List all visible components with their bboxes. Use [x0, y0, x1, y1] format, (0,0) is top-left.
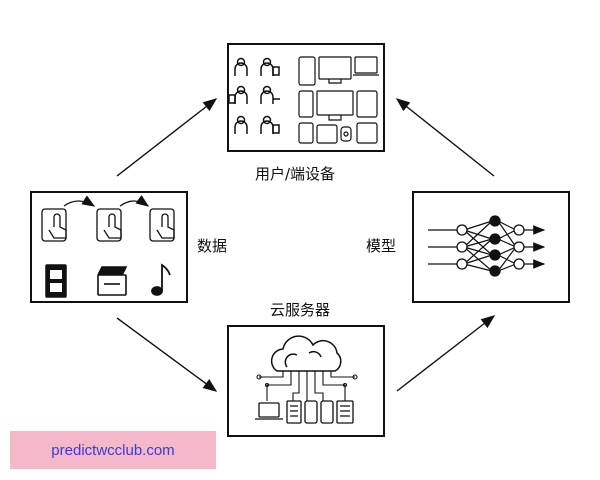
- neural-network-icon: [428, 215, 546, 277]
- watermark-text: predictwcclub.com: [51, 441, 175, 459]
- devices-illustration: [228, 56, 379, 144]
- devices-box: [227, 43, 385, 152]
- users-icon: [228, 57, 280, 134]
- watermark-banner: predictwcclub.com: [10, 431, 216, 469]
- cloud-box: [227, 325, 385, 437]
- model-label: 模型: [366, 237, 397, 255]
- devices-icon: [298, 56, 379, 144]
- arrow-data-to-devices: [116, 98, 218, 177]
- devices-label: 用户/端设备: [255, 165, 336, 183]
- arrow-data-to-cloud: [116, 317, 218, 392]
- cloud-server-illustration: [255, 335, 358, 424]
- music-note-icon: [151, 263, 171, 296]
- touch-screen-icons: [41, 194, 175, 242]
- data-box: [30, 191, 188, 303]
- cloud-icon: [270, 335, 342, 372]
- model-box: [412, 191, 570, 303]
- devices-row-icons: [255, 400, 354, 424]
- data-illustration: [41, 194, 175, 298]
- cloud-label: 云服务器: [270, 301, 331, 319]
- arrow-cloud-to-model: [396, 315, 496, 392]
- clapperboard-icon: [97, 266, 128, 296]
- data-label: 数据: [197, 237, 228, 255]
- circuit-lines: [256, 371, 358, 401]
- arrow-model-to-devices: [395, 98, 495, 177]
- film-strip-icon: [45, 264, 67, 298]
